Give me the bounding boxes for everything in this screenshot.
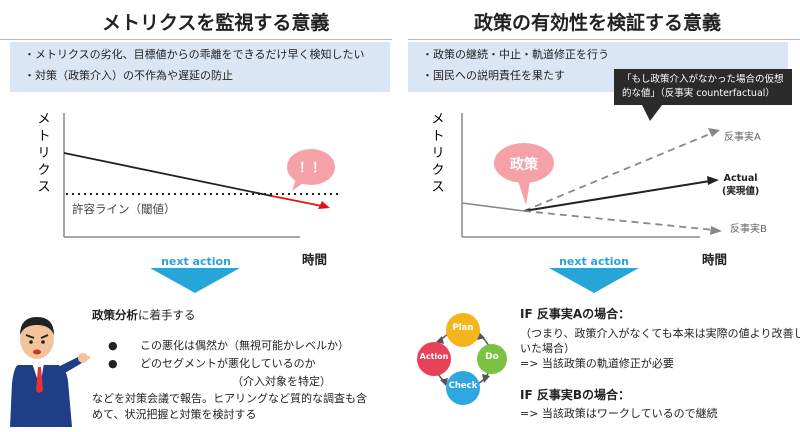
right-point: ・政策の継続・中止・軌道修正を行う: [422, 48, 609, 61]
actual-line: [523, 180, 711, 212]
right-ylabel-char-2: ト: [431, 129, 444, 144]
if-a-line: いた場合）: [520, 342, 575, 355]
left-action-bullet-note: （介入対象を特定）: [232, 375, 331, 388]
left-action-bullet-text: この悪化は偶然か（無視可能かレベルか）: [140, 339, 349, 352]
counterfactual-a-arrowhead: [708, 128, 720, 137]
left-action-heading-bold: 政策分析: [92, 308, 138, 322]
right-point: ・国民への説明責任を果たす: [422, 69, 565, 82]
left-chart: メ ト リ ク ス: [37, 112, 340, 238]
right-next-action-arrow: [549, 268, 639, 293]
counterfactual-callout: 「もし政策介入がなかった場合の仮想 的な値」（反事実 counterfactua…: [614, 69, 792, 105]
pdca-check-circle: [446, 371, 480, 405]
pre-policy-line: [461, 202, 525, 212]
alert-text: ！！: [298, 161, 325, 176]
metric-decline-arrowhead: [318, 201, 330, 209]
if-a-heading: IF 反事実Aの場合：: [520, 307, 631, 321]
metric-line: [63, 152, 273, 197]
right-ylabel-char-3: リ: [431, 146, 444, 161]
left-xlabel: 時間: [302, 252, 328, 267]
alert-bubble: [287, 149, 335, 185]
left-title: メトリクスを監視する意義: [102, 12, 330, 34]
policy-label: 政策: [510, 157, 538, 173]
left-title-underline: [0, 39, 392, 40]
left-ylabel-char-2: ト: [37, 129, 50, 144]
counterfactual-b-label: 反事実B: [730, 224, 767, 235]
pdca-arrow-icon: [482, 374, 490, 383]
metric-decline-line: [271, 195, 323, 207]
if-a-line: （つまり、政策介入がなくても本来は実際の値より改善して: [520, 327, 800, 340]
bullet-dot-icon: ●: [108, 357, 118, 370]
down-arrow-icon: [549, 268, 639, 293]
right-chart: メ ト リ ク ス: [431, 105, 722, 238]
actual-label-line: Actual: [723, 173, 758, 184]
policy-bubble-tail: [518, 181, 530, 205]
right-ylabel-char-5: ス: [431, 180, 444, 195]
right-ylabel-char-4: ク: [431, 163, 444, 178]
policy-bubble: [494, 143, 554, 183]
left-action-bullet: ● この悪化は偶然か（無視可能かレベルか）: [108, 338, 349, 353]
left-next-action-arrow: [150, 268, 240, 293]
left-action-bullet: ● どのセグメントが悪化しているのか: [108, 356, 316, 371]
left-action-footer: めて、状況把握と対策を検討する: [92, 408, 257, 421]
left-action-bullet-text: どのセグメントが悪化しているのか: [140, 357, 316, 370]
actual-arrowhead: [707, 176, 719, 185]
pdca-check-label: Check: [448, 381, 478, 391]
callout-line: 「もし政策介入がなかった場合の仮想: [622, 74, 784, 85]
right-title: 政策の有効性を検証する意義: [474, 12, 722, 34]
counterfactual-a-line: [523, 132, 713, 212]
if-b-line: => 当該政策はワークしているので継続: [520, 407, 718, 420]
pdca-cycle: [417, 313, 507, 405]
callout-line: 的な値」（反事実 counterfactual）: [622, 88, 775, 99]
left-action-heading-rest: に着手する: [138, 308, 196, 322]
counterfactual-b-arrowhead: [710, 226, 722, 235]
pdca-do-circle: [477, 344, 507, 374]
left-point: ・対策（政策介入）の不作為や遅延の防止: [24, 69, 233, 82]
right-title-underline: [408, 39, 800, 40]
counterfactual-b-line: [523, 210, 715, 231]
pdca-plan-label: Plan: [452, 323, 474, 333]
pdca-arrow-icon: [436, 336, 444, 344]
left-ylabel-char-3: リ: [37, 146, 50, 161]
if-b-heading: IF 反事実Bの場合：: [520, 388, 630, 402]
left-next-action-label: next action: [161, 255, 231, 268]
right-xlabel: 時間: [702, 252, 728, 267]
pdca-do-label: Do: [485, 352, 499, 362]
callout-tail: [642, 105, 662, 121]
left-action-footer: などを対策会議で報告。ヒアリングなど質的な調査も含: [92, 392, 367, 405]
pdca-action-label: Action: [419, 352, 449, 361]
alert-bubble-tail: [292, 179, 306, 191]
pdca-plan-circle: [446, 313, 480, 347]
if-a-line: => 当該政策の軌道修正が必要: [520, 357, 674, 370]
left-points-box: ・メトリクスの劣化、目標値からの乖離をできるだけ早く検知したい ・対策（政策介入…: [10, 42, 390, 92]
left-ylabel-char-4: ク: [37, 163, 50, 178]
threshold-label: 許容ライン（閾値）: [72, 202, 176, 216]
left-action-heading: 政策分析に着手する: [92, 308, 196, 323]
actual-label: Actual (実現値): [722, 172, 759, 198]
down-arrow-icon: [150, 268, 240, 293]
pointing-businessman-icon: [10, 317, 90, 427]
right-ylabel-char-1: メ: [431, 112, 444, 127]
left-point: ・メトリクスの劣化、目標値からの乖離をできるだけ早く検知したい: [24, 48, 365, 61]
pdca-arrow-icon: [440, 378, 448, 386]
left-ylabel-char-1: メ: [37, 112, 50, 127]
counterfactual-a-label: 反事実A: [724, 132, 761, 143]
right-next-action-label: next action: [559, 255, 629, 268]
actual-label-line: (実現値): [722, 186, 760, 197]
bullet-dot-icon: ●: [108, 339, 118, 352]
left-ylabel-char-5: ス: [37, 180, 50, 195]
pdca-action-circle: [417, 342, 451, 376]
